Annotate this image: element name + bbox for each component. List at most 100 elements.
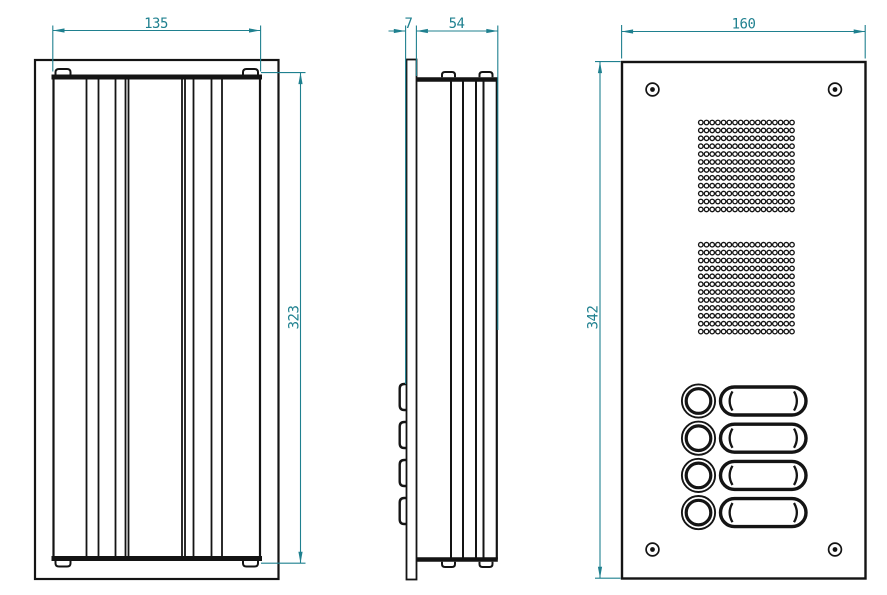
grille-hole — [760, 312, 767, 319]
arrowhead-icon — [249, 28, 261, 33]
grille-hole — [754, 289, 761, 296]
grille-hole — [732, 320, 738, 327]
grille-hole — [714, 257, 721, 264]
grille-hole — [783, 297, 790, 303]
grille-hole — [766, 127, 773, 134]
grille-hole — [789, 328, 795, 335]
grille-hole — [709, 249, 716, 256]
grille-hole — [754, 198, 761, 205]
grille-hole — [789, 249, 795, 256]
grille-hole — [697, 127, 704, 134]
dimension-front-panel-width: 160 — [621, 17, 866, 59]
grille-hole — [760, 174, 767, 181]
grille-hole — [726, 265, 733, 272]
grille-hole — [703, 127, 710, 134]
nameplate-button — [718, 385, 808, 417]
grille-hole — [697, 190, 704, 197]
grille-hole — [720, 174, 727, 181]
grille-hole — [771, 198, 778, 205]
grille-hole — [732, 135, 738, 142]
screw-icon — [827, 542, 843, 557]
grille-hole — [732, 119, 738, 126]
grille-hole — [720, 198, 727, 205]
grille-hole — [766, 273, 773, 280]
grille-hole — [771, 320, 778, 327]
speaker-grille-upper — [697, 119, 795, 213]
grille-hole — [777, 273, 784, 280]
grille-hole — [766, 151, 773, 158]
grille-hole — [743, 135, 750, 142]
grille-hole — [709, 257, 716, 264]
grille-hole — [732, 249, 738, 256]
grille-hole — [777, 304, 784, 311]
grille-hole — [766, 241, 773, 248]
grille-hole — [697, 241, 704, 248]
grille-hole — [783, 328, 790, 335]
grille-hole — [697, 265, 704, 272]
view-side — [398, 58, 498, 581]
dimension-label: 135 — [144, 16, 168, 32]
grille-hole — [720, 320, 727, 327]
arrowhead-icon — [853, 29, 866, 34]
grille-hole — [726, 241, 733, 248]
grille-hole — [720, 206, 727, 213]
front-panel-face — [620, 60, 867, 580]
grille-hole — [720, 119, 727, 126]
grille-hole — [754, 281, 761, 288]
grille-hole — [760, 297, 767, 303]
grille-hole — [754, 273, 761, 280]
grille-hole — [783, 320, 790, 327]
grille-hole — [709, 281, 716, 288]
grille-hole — [697, 174, 704, 181]
grille-hole — [749, 297, 756, 303]
grille-hole — [771, 143, 778, 150]
dimension-back-box-width: 135 — [52, 16, 262, 72]
grille-hole — [777, 198, 784, 205]
grille-hole — [749, 206, 756, 213]
grille-hole — [789, 182, 795, 189]
grille-hole — [789, 304, 795, 311]
grille-hole — [732, 273, 738, 280]
grille-hole — [771, 206, 778, 213]
nameplate-button — [718, 459, 808, 492]
grille-hole — [760, 119, 767, 126]
grille-hole — [737, 273, 744, 280]
grille-hole — [714, 119, 721, 126]
grille-hole — [766, 297, 773, 303]
grille-hole — [771, 127, 778, 134]
grille-hole — [720, 151, 727, 158]
grille-hole — [777, 297, 784, 303]
grille-hole — [709, 265, 716, 272]
grille-hole — [754, 119, 761, 126]
extrusion-groove-lines — [85, 79, 223, 556]
grille-hole — [709, 135, 716, 142]
grille-hole — [749, 312, 756, 319]
grille-hole — [789, 320, 795, 327]
grille-hole — [754, 166, 761, 173]
grille-hole — [789, 198, 795, 205]
grille-hole — [789, 241, 795, 248]
grille-hole — [766, 174, 773, 181]
grille-hole — [743, 257, 750, 264]
grille-hole — [760, 289, 767, 296]
grille-hole — [783, 198, 790, 205]
grille-hole — [703, 249, 710, 256]
grille-hole — [732, 241, 738, 248]
grille-hole — [737, 159, 744, 165]
dimensions: 135 7 54 160 — [52, 16, 866, 579]
grille-hole — [743, 182, 750, 189]
grille-hole — [783, 304, 790, 311]
grille-hole — [783, 151, 790, 158]
grille-hole — [783, 135, 790, 142]
grille-hole — [732, 166, 738, 173]
grille-hole — [743, 297, 750, 303]
grille-hole — [789, 151, 795, 158]
grille-hole — [749, 198, 756, 205]
call-button-row — [680, 457, 808, 493]
round-button-inner — [684, 387, 713, 415]
grille-hole — [789, 143, 795, 150]
grille-hole — [703, 320, 710, 327]
grille-hole — [703, 166, 710, 173]
grille-hole — [743, 206, 750, 213]
grille-hole — [726, 304, 733, 311]
